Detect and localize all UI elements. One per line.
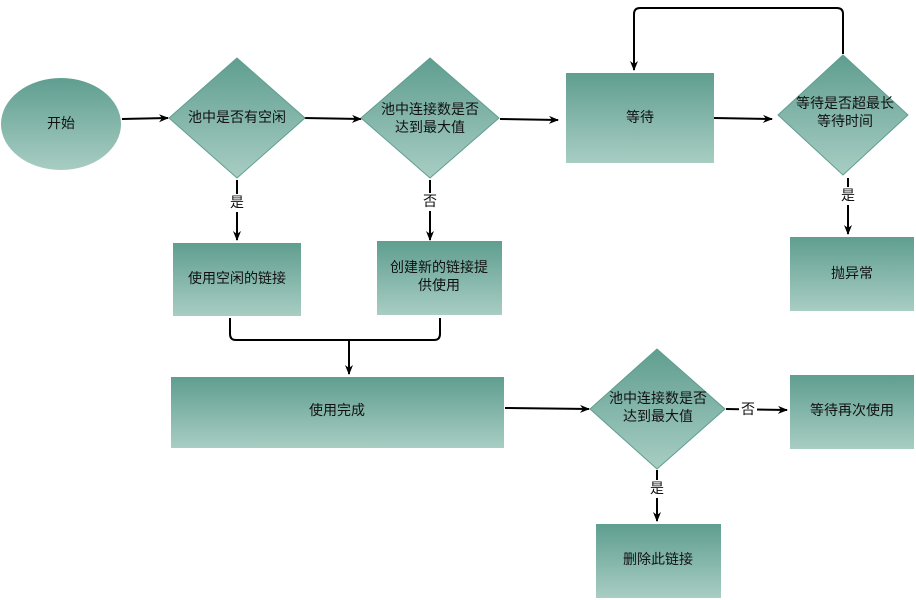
start-ellipse (1, 78, 121, 170)
start-label: 开始 (47, 116, 75, 132)
timeout-check-diamond (777, 54, 909, 176)
create-new-line-2: 供使用 (418, 277, 460, 294)
edge-merge-to-use-done (229, 318, 441, 341)
max-check-2-line-2: 达到最大值 (623, 409, 693, 425)
timeout-check-line-1: 等待是否超最长 (796, 95, 894, 112)
node-use-done[interactable]: 使用完成 (171, 377, 504, 448)
node-wait-max-time[interactable]: 等待是否超最长 等待时间 (777, 54, 909, 176)
edge-label-bg (421, 193, 439, 211)
edge-label-text: 否 (423, 194, 437, 210)
wait-reuse-label: 等待再次使用 (810, 402, 894, 419)
edge-timeout-loop-back (630, 7, 844, 71)
node-throw-exception[interactable]: 抛异常 (790, 237, 914, 311)
edge-wait-to-timeout-check (713, 114, 773, 123)
edge-label-text: 是 (230, 195, 244, 211)
nodes: 开始 池中是否有空闲 池中连接数是否 达到最大值 等待 等待是否超最长 等待时间… (1, 54, 914, 598)
idle-check-label: 池中是否有空闲 (188, 110, 286, 126)
node-pool-has-idle[interactable]: 池中是否有空闲 (168, 57, 306, 179)
node-max-reached-1[interactable]: 池中连接数是否 达到最大值 (360, 57, 500, 179)
node-create-new[interactable]: 创建新的链接提 供使用 (377, 241, 502, 315)
edge-label-yes-2: 是 (839, 187, 857, 205)
wait-rect (566, 73, 714, 163)
edge-label-no-2: 否 (739, 401, 757, 419)
max-check-1-line-1: 池中连接数是否 (381, 101, 479, 118)
node-use-idle[interactable]: 使用空闲的链接 (173, 243, 301, 316)
edge-label-yes-1: 是 (228, 194, 246, 212)
max-check-1-diamond (360, 57, 500, 179)
node-wait-reuse[interactable]: 等待再次使用 (790, 375, 914, 449)
delete-link-label: 删除此链接 (623, 551, 693, 568)
use-done-rect (171, 377, 504, 448)
edge-label-bg (839, 187, 857, 205)
node-start[interactable]: 开始 (1, 78, 121, 170)
node-max-reached-2[interactable]: 池中连接数是否 达到最大值 (589, 348, 726, 470)
use-idle-label: 使用空闲的链接 (188, 270, 286, 287)
delete-link-rect (596, 524, 721, 598)
edge-labels: 是 否 是 否 是 (228, 187, 857, 498)
edge-label-bg (648, 480, 666, 498)
edge-max-check-to-wait (499, 115, 559, 124)
max-check-2-line-1: 池中连接数是否 (609, 390, 707, 407)
throw-exception-label: 抛异常 (831, 266, 873, 282)
max-check-1-line-2: 达到最大值 (395, 120, 465, 136)
edge-start-to-idle-check (121, 114, 169, 123)
wait-reuse-rect (790, 375, 914, 449)
edge-label-text: 否 (741, 402, 755, 418)
timeout-check-line-2: 等待时间 (817, 113, 873, 130)
use-idle-rect (173, 243, 301, 316)
edge-label-no-1: 否 (421, 193, 439, 211)
edge-idle-check-to-max-check (303, 114, 362, 123)
edge-label-text: 是 (650, 481, 664, 497)
create-new-rect (377, 241, 502, 315)
edge-label-text: 是 (841, 188, 855, 204)
idle-check-diamond (168, 57, 306, 179)
node-delete-link[interactable]: 删除此链接 (596, 524, 721, 598)
wait-label: 等待 (626, 109, 654, 126)
edge-label-yes-3: 是 (648, 480, 666, 498)
edge-label-bg (739, 401, 757, 419)
edge-label-bg (228, 194, 246, 212)
max-check-2-diamond (589, 348, 726, 470)
create-new-line-1: 创建新的链接提 (390, 259, 488, 276)
use-done-label: 使用完成 (309, 402, 365, 419)
edge-use-done-to-max-check-2 (504, 404, 590, 413)
throw-exception-rect (790, 237, 914, 311)
node-wait[interactable]: 等待 (566, 73, 714, 163)
